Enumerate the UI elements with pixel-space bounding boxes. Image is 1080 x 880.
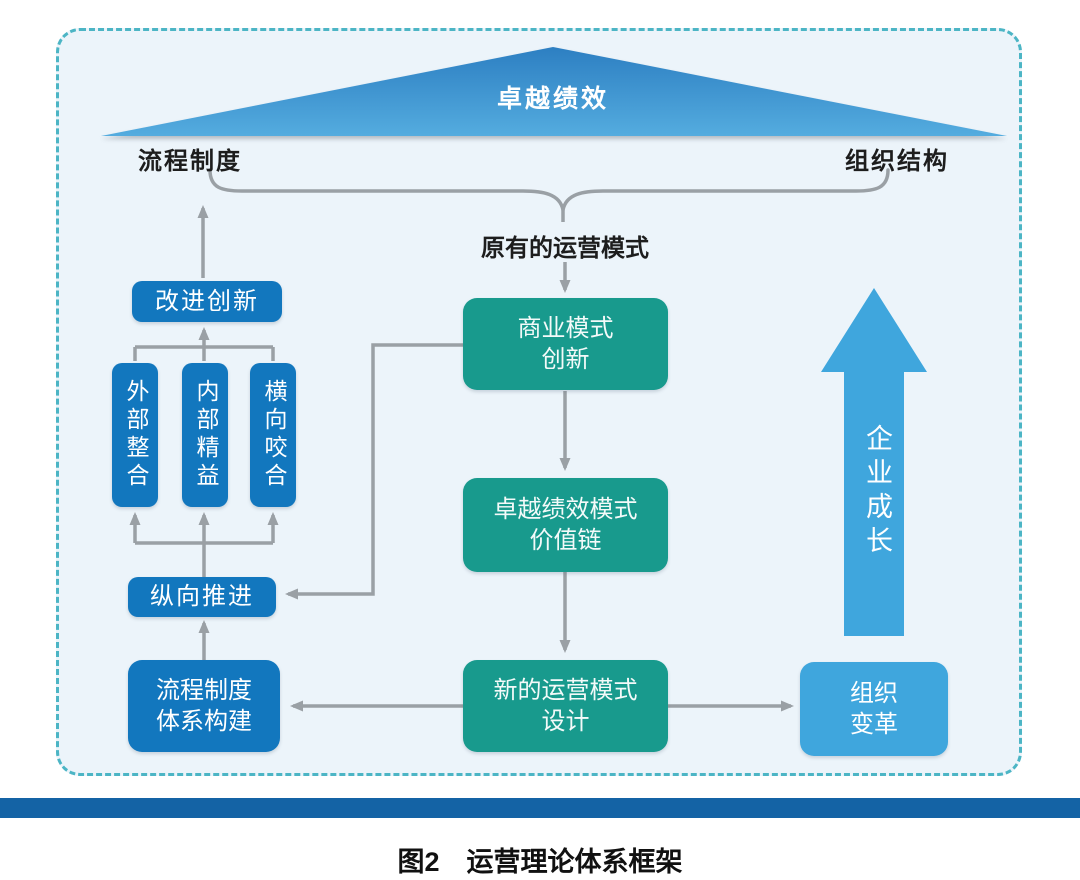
bottom-divider-bar (0, 798, 1080, 818)
box-new-operation-design: 新的运营模式 设计 (463, 660, 668, 752)
box-line: 卓越绩效模式 (493, 495, 638, 523)
box-org-change: 组织 变革 (800, 662, 948, 756)
right-pillar-label: 组织结构 (845, 148, 949, 175)
box-line: 流程制度 (156, 676, 252, 704)
box-vertical-advance: 纵向推进 (128, 577, 276, 617)
roof-label: 卓越绩效 (496, 85, 609, 113)
left-pillar-label: 流程制度 (138, 148, 242, 175)
box-line: 商业模式 (517, 314, 614, 342)
box-improve-innovation: 改进创新 (132, 281, 282, 322)
box-process-system-build: 流程制度 体系构建 (128, 660, 280, 752)
box-performance-value-chain: 卓越绩效模式 价值链 (463, 478, 668, 572)
original-model-label: 原有的运营模式 (481, 235, 649, 262)
box-external-integration: 外部整合 (112, 363, 158, 507)
box-line: 创新 (541, 346, 590, 373)
figure-caption: 图2 运营理论体系框架 (397, 847, 683, 877)
box-line: 设计 (541, 708, 590, 735)
box-business-model-innovation: 商业模式 创新 (463, 298, 668, 390)
box-line: 组织 (850, 679, 898, 707)
growth-arrow-label: 企业成长 (862, 424, 892, 560)
box-horizontal-mesh: 横向咬合 (250, 363, 296, 507)
box-line: 变革 (850, 711, 898, 738)
box-line: 新的运营模式 (493, 676, 638, 704)
box-internal-lean: 内部精益 (182, 363, 228, 507)
box-line: 体系构建 (156, 708, 252, 735)
box-line: 价值链 (529, 527, 602, 554)
